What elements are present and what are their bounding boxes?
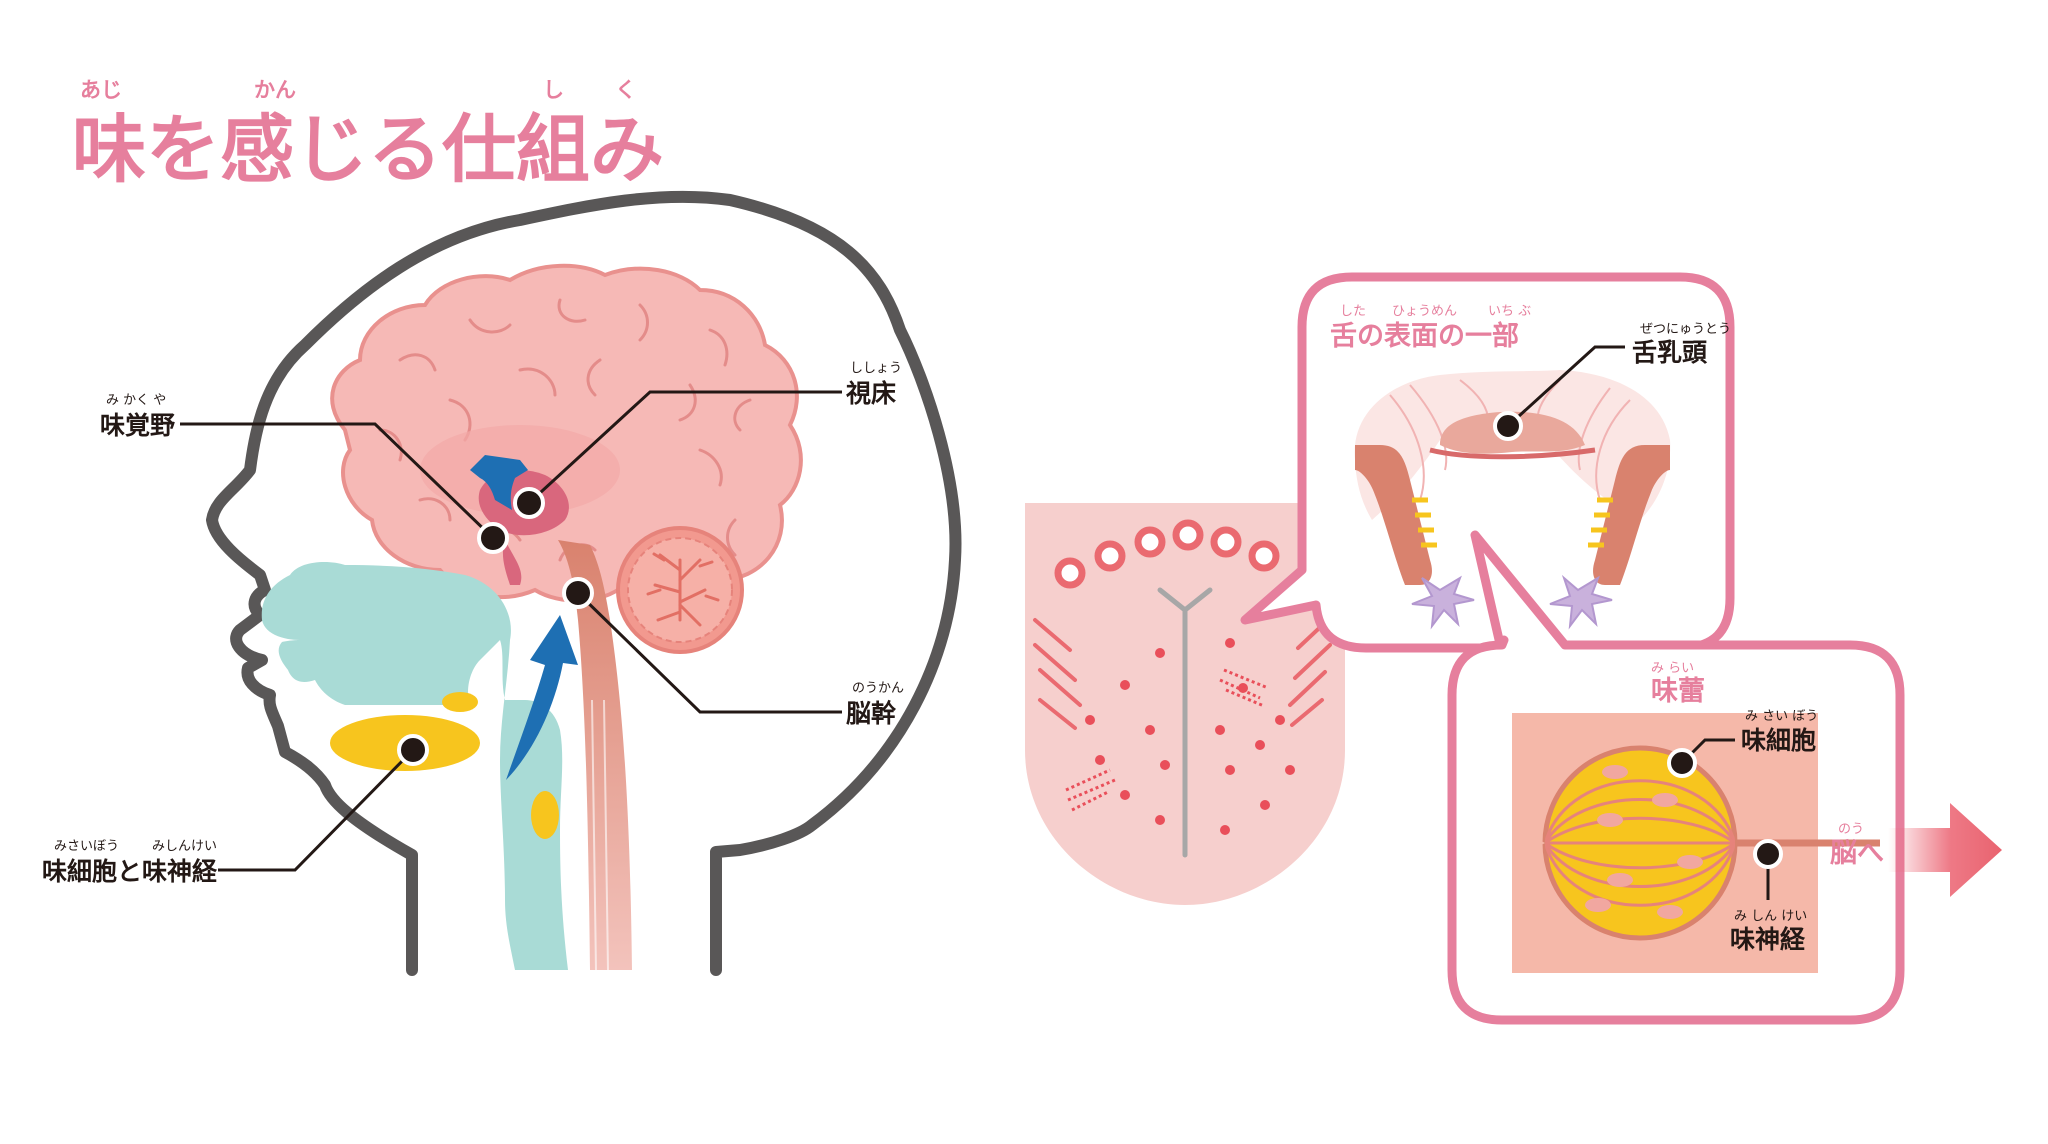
palate-cells: [442, 692, 478, 712]
cerebellum: [616, 526, 744, 654]
title-text: 味を感じる仕組み: [72, 107, 664, 193]
page-title: あじ かん し く 味を感じる仕組み: [72, 78, 664, 193]
shishou-ruby: ししょう: [850, 361, 902, 376]
papilla-leader: [1506, 345, 1625, 428]
taste-bud-heading-ruby: み らい: [1651, 661, 1694, 676]
shishou-text: 視床: [846, 379, 896, 408]
brain-leader-dots: [397, 487, 594, 766]
cells-nerve-ruby-b: みしんけい: [152, 839, 217, 854]
cell-ruby: み さい ぼう: [1745, 709, 1818, 724]
papilla-text: 舌乳頭: [1632, 338, 1708, 367]
head-outline: [206, 190, 962, 976]
signal-arrow-icon: [506, 615, 578, 780]
nerve-text: 味神経: [1730, 925, 1806, 954]
cell-leader-dot: [1667, 748, 1697, 778]
taste-bud-structure: [1512, 745, 1880, 941]
throat-cells: [531, 791, 559, 839]
thalamus-arrow-icon: [470, 455, 528, 510]
nasal-oral-cavity: [261, 562, 568, 970]
tongue-panel-ruby-hyoumen: ひょうめん: [1392, 304, 1457, 319]
label-cells-nerve: みさいぼう みしんけい 味細胞と味神経: [42, 839, 218, 886]
label-mikakuya: み かく や 味覚野: [100, 393, 175, 440]
nerve-leader-dot: [1753, 839, 1783, 869]
papilla-cross-section: [1354, 370, 1671, 630]
head-illustration: [206, 190, 962, 976]
cells-nerve-ruby-a: みさいぼう: [54, 839, 119, 854]
to-brain-ruby: のう: [1838, 822, 1864, 837]
filiform-texture: [1065, 668, 1269, 812]
tongue-panel-ruby-shita: した: [1340, 304, 1366, 319]
noukan-text: 脳幹: [846, 699, 897, 728]
title-ruby-aji: あじ: [80, 78, 122, 102]
tongue-illustration: [1025, 503, 1345, 905]
cell-text: 味細胞: [1741, 726, 1816, 755]
taste-bud-panel: み らい 味蕾: [1447, 530, 1905, 1025]
to-brain-text: 脳へ: [1829, 838, 1884, 869]
median-sulcus: [1157, 587, 1213, 858]
title-ruby-shiku: し く: [543, 78, 658, 102]
tongue-panel-heading: 舌の表面の一部: [1330, 320, 1519, 352]
tongue-panel-ruby-ichibu: いち ぶ: [1488, 304, 1531, 319]
papilla-ruby: ぜつにゅうとう: [1640, 322, 1731, 337]
taste-bud-heading: 味蕾: [1651, 676, 1705, 707]
label-shishou: ししょう 視床: [846, 361, 902, 408]
nerve-ruby: み しん けい: [1734, 909, 1807, 924]
mikakuya-text: 味覚野: [100, 411, 175, 440]
tongue-surface-panel: した ひょうめん いち ぶ 舌の表面の一部 ぜつにゅうとう 舌乳頭: [1240, 272, 1735, 653]
to-brain-arrow-icon: [1888, 803, 2002, 897]
brain-folds: [378, 298, 752, 562]
noukan-ruby: のうかん: [852, 681, 904, 696]
circumvallate-papillae: [1054, 519, 1280, 589]
to-brain-arrow: のう 脳へ: [1829, 803, 2002, 897]
title-ruby-kan: かん: [254, 78, 296, 102]
papilla-leader-dot: [1493, 411, 1523, 441]
pituitary-shape: [502, 540, 522, 585]
foliate-papillae: [1033, 616, 1332, 730]
brain-leaders: [180, 390, 842, 872]
fungiform-papillae: [1085, 638, 1295, 835]
cells-nerve-text: 味細胞と味神経: [42, 857, 218, 886]
label-noukan: のうかん 脳幹: [846, 681, 904, 728]
brainstem: [558, 540, 632, 970]
mikakuya-ruby: み かく や: [106, 393, 166, 408]
spinal-lines: [591, 699, 609, 971]
